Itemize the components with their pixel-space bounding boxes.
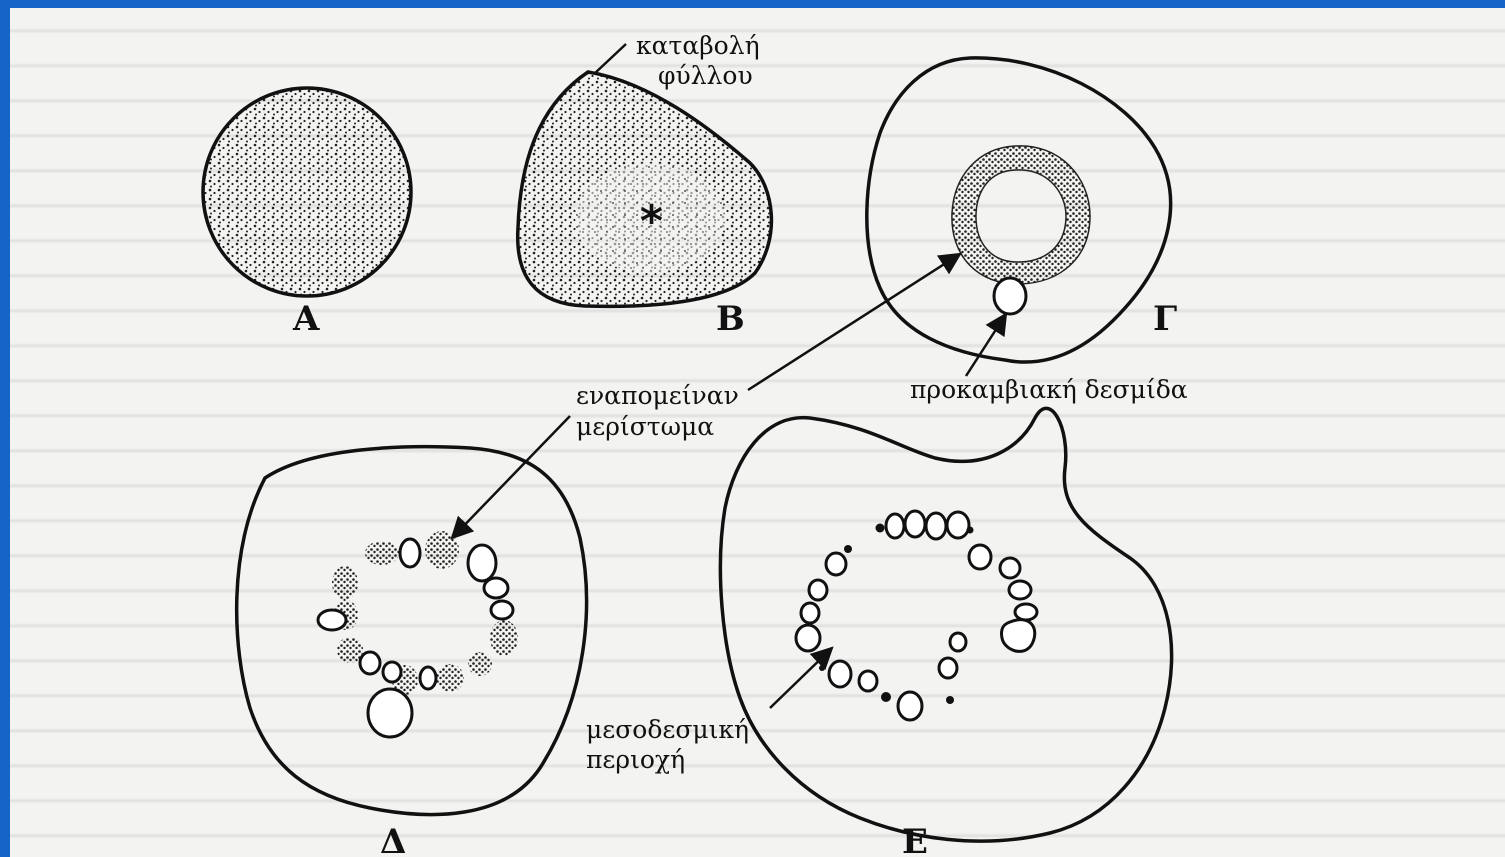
stem-outline-g	[867, 58, 1171, 362]
stage-a-cross-section: Α	[203, 88, 411, 339]
procambial-pointer	[966, 314, 1006, 376]
label-b: Β	[716, 299, 745, 339]
stage-e-cross-section: μεσοδεσμική περιοχή Ε	[586, 408, 1172, 857]
stage-d-cross-section: Δ	[237, 447, 587, 857]
center-asterisk: *	[640, 196, 663, 247]
procambial-bundle	[994, 278, 1026, 314]
residual-meristem-label-1: εναπομείναν	[576, 381, 739, 410]
procambial-bundle-label: προκαμβιακή δεσμίδα	[910, 375, 1188, 404]
slide-canvas: ────────────────────────────────────────…	[10, 8, 1505, 857]
label-e: Ε	[902, 822, 928, 857]
stage-b-cross-section: * καταβολή φύλλου Β	[518, 31, 772, 339]
label-a: Α	[292, 299, 320, 339]
meristem-disc	[203, 88, 411, 296]
label-g: Γ	[1153, 299, 1177, 339]
leaf-primordium-pointer	[594, 44, 626, 74]
arrow-to-ring-g	[748, 254, 960, 390]
label-d: Δ	[380, 822, 406, 857]
vascular-bundles-e	[796, 511, 1037, 720]
leaf-primordium-label-2: φύλλου	[658, 61, 753, 90]
interfascicular-pointer	[770, 648, 832, 708]
residual-meristem-label-2: μερίστωμα	[576, 412, 714, 441]
residual-meristem-ring	[952, 146, 1090, 284]
interfascicular-label-2: περιοχή	[586, 745, 685, 774]
stage-g-cross-section: προκαμβιακή δεσμίδα Γ	[867, 58, 1188, 404]
leaf-primordium-label-1: καταβολή	[636, 31, 760, 60]
stem-outline-d	[237, 447, 587, 815]
arrow-to-bundle-d	[452, 416, 570, 538]
stem-outline-e	[720, 408, 1171, 841]
interfascicular-label-1: μεσοδεσμική	[586, 715, 749, 744]
stem-development-diagram: Α * καταβολή φύλλου Β προκαμβιακή δεσμίδ…	[10, 8, 1505, 857]
